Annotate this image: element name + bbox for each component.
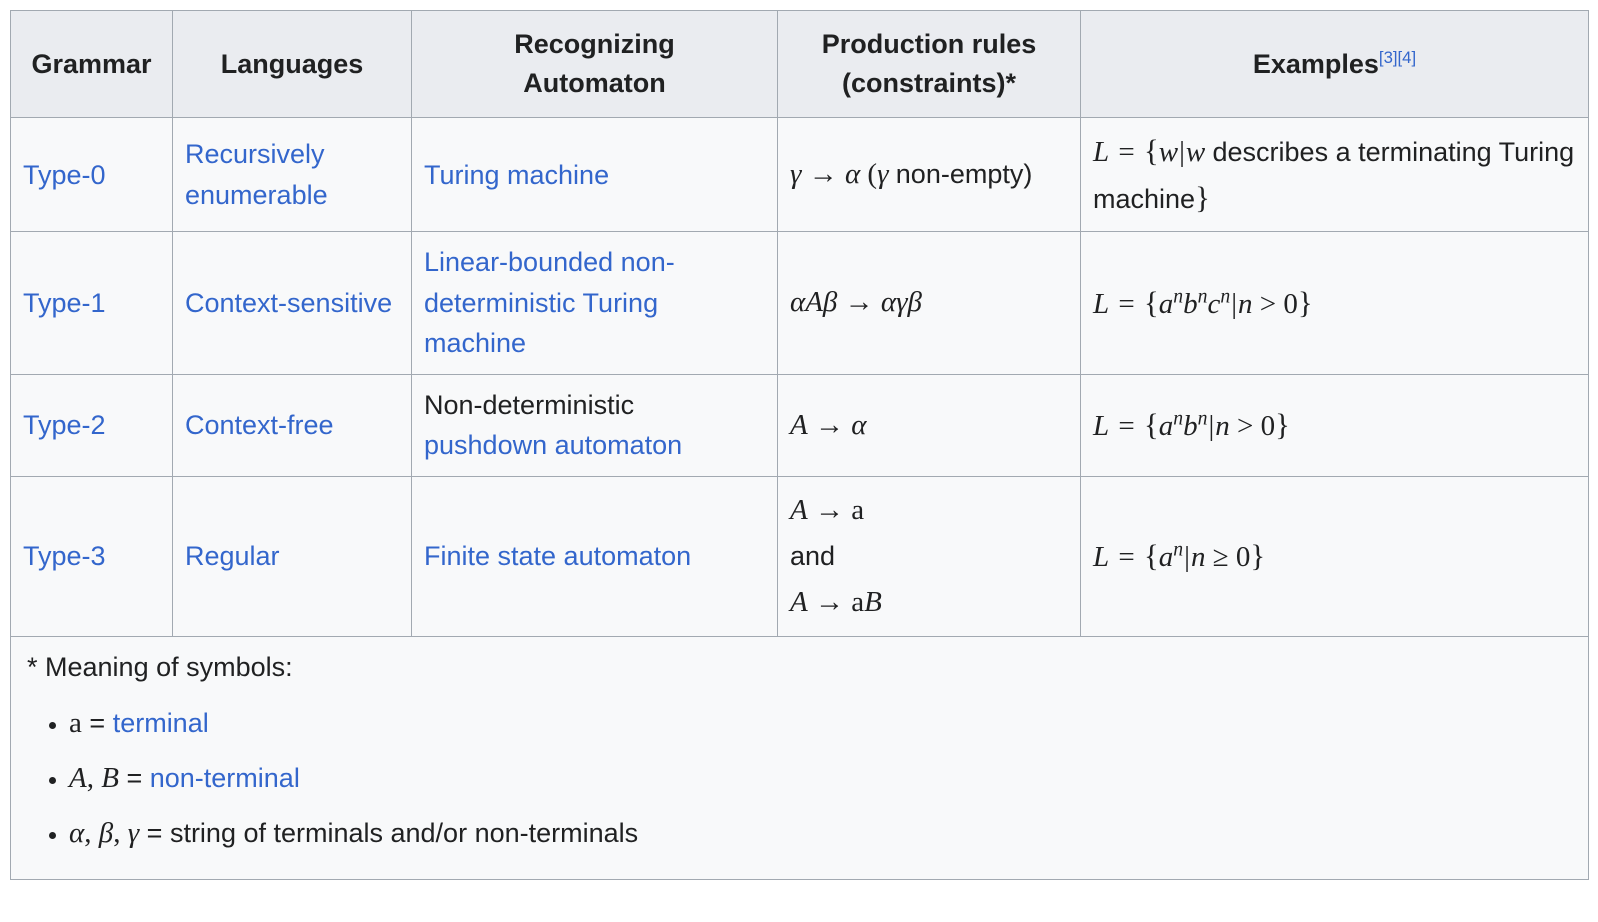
link-language-regular[interactable]: Regular bbox=[185, 541, 280, 572]
note-symbol-terminal: a bbox=[69, 706, 82, 739]
automaton-plain-prefix: Non-deterministic bbox=[424, 389, 635, 420]
link-language-context-sensitive[interactable]: Context-sensitive bbox=[185, 287, 393, 318]
link-automaton-linear-bounded-ndtm[interactable]: Linear-bounded non-deterministic Turing … bbox=[424, 247, 675, 359]
cell-production-rules: γ → α (γ non-empty) bbox=[777, 117, 1081, 233]
production-rule-line-1: A → a bbox=[790, 493, 865, 526]
table-notes-row: * Meaning of symbols: a = terminal A, B … bbox=[10, 636, 1589, 881]
link-grammar-type-0[interactable]: Type-0 bbox=[23, 159, 106, 190]
column-header-production-rules-label-line2: (constraints)* bbox=[841, 68, 1017, 99]
table-row: Type-1 Context-sensitive Linear-bounded … bbox=[10, 231, 1589, 375]
cell-examples: L = {an|n ≥ 0} bbox=[1080, 475, 1589, 638]
reference-link-3[interactable]: [3] bbox=[1378, 47, 1398, 67]
cell-grammar: Type-2 bbox=[10, 373, 173, 477]
column-header-automaton-label-line2: Automaton bbox=[523, 68, 666, 99]
example-formula: L = {w|w describes a terminating Turing … bbox=[1093, 134, 1575, 215]
example-formula: L = {anbncn|n > 0} bbox=[1093, 285, 1313, 320]
cell-grammar: Type-0 bbox=[10, 117, 173, 233]
header-row: Grammar Languages Recognizing Automaton … bbox=[10, 9, 1589, 119]
column-header-grammar-label: Grammar bbox=[31, 48, 152, 79]
cell-automaton: Non-deterministic pushdown automaton bbox=[411, 373, 778, 477]
chomsky-hierarchy-table: Grammar Languages Recognizing Automaton … bbox=[10, 9, 1589, 881]
list-item: A, B = non-terminal bbox=[69, 759, 1576, 798]
list-item: a = terminal bbox=[69, 704, 1576, 743]
note-symbol-non-terminal: A, B bbox=[69, 761, 119, 794]
notes-title: * Meaning of symbols: bbox=[27, 652, 293, 683]
link-grammar-type-1[interactable]: Type-1 bbox=[23, 287, 106, 318]
cell-examples: L = {w|w describes a terminating Turing … bbox=[1080, 117, 1589, 233]
note-symbol-strings: α, β, γ bbox=[69, 817, 140, 850]
column-header-production-rules-label-line1: Production rules bbox=[821, 29, 1037, 59]
link-non-terminal[interactable]: non-terminal bbox=[149, 762, 300, 793]
link-automaton-turing-machine[interactable]: Turing machine bbox=[424, 159, 610, 190]
link-automaton-pushdown-automaton[interactable]: pushdown automaton bbox=[424, 430, 683, 461]
table-row: Type-3 Regular Finite state automaton A … bbox=[10, 475, 1589, 638]
production-rule-formula: A → α bbox=[790, 408, 867, 441]
table-body: Type-0 Recursively enumerable Turing mac… bbox=[10, 117, 1589, 881]
list-item: α, β, γ = string of terminals and/or non… bbox=[69, 814, 1576, 853]
note-equals: = bbox=[126, 762, 143, 793]
cell-languages: Context-sensitive bbox=[172, 231, 412, 375]
example-formula: L = {anbn|n > 0} bbox=[1093, 407, 1290, 443]
cell-automaton: Linear-bounded non-deterministic Turing … bbox=[411, 231, 778, 375]
cell-grammar: Type-1 bbox=[10, 231, 173, 375]
production-rule-line-2: A → aB bbox=[790, 585, 882, 618]
column-header-production-rules: Production rules (constraints)* bbox=[777, 9, 1081, 119]
production-rule-formula: αAβ → αγβ bbox=[790, 286, 922, 319]
note-equals: = bbox=[146, 818, 163, 849]
cell-production-rules: A → α bbox=[777, 373, 1081, 477]
table-row: Type-0 Recursively enumerable Turing mac… bbox=[10, 117, 1589, 233]
cell-production-rules: A → a and A → aB bbox=[777, 475, 1081, 638]
cell-grammar: Type-3 bbox=[10, 475, 173, 638]
column-header-grammar: Grammar bbox=[10, 9, 173, 119]
link-grammar-type-3[interactable]: Type-3 bbox=[23, 541, 106, 572]
link-language-context-free[interactable]: Context-free bbox=[185, 410, 334, 441]
column-header-automaton-label-line1: Recognizing bbox=[514, 29, 675, 59]
link-language-recursively-enumerable[interactable]: Recursively enumerable bbox=[185, 139, 328, 210]
column-header-automaton: Recognizing Automaton bbox=[411, 9, 778, 119]
link-grammar-type-2[interactable]: Type-2 bbox=[23, 410, 106, 441]
cell-automaton: Finite state automaton bbox=[411, 475, 778, 638]
cell-examples: L = {anbn|n > 0} bbox=[1080, 373, 1589, 477]
cell-notes: * Meaning of symbols: a = terminal A, B … bbox=[10, 636, 1589, 881]
production-rule-connector: and bbox=[790, 541, 836, 572]
column-header-examples: Examples[3][4] bbox=[1080, 9, 1589, 119]
cell-automaton: Turing machine bbox=[411, 117, 778, 233]
cell-examples: L = {anbncn|n > 0} bbox=[1080, 231, 1589, 375]
production-rule-formula: γ → α (γ non-empty) bbox=[790, 158, 1033, 191]
table-header: Grammar Languages Recognizing Automaton … bbox=[10, 9, 1589, 119]
chomsky-hierarchy-table-container: Grammar Languages Recognizing Automaton … bbox=[0, 0, 1598, 892]
cell-languages: Regular bbox=[172, 475, 412, 638]
column-header-examples-label: Examples bbox=[1252, 48, 1379, 79]
note-equals: = bbox=[89, 707, 106, 738]
column-header-languages: Languages bbox=[172, 9, 412, 119]
reference-link-4[interactable]: [4] bbox=[1397, 47, 1417, 67]
cell-languages: Recursively enumerable bbox=[172, 117, 412, 233]
link-automaton-finite-state-automaton[interactable]: Finite state automaton bbox=[424, 541, 692, 572]
notes-list: a = terminal A, B = non-terminal α, β, γ… bbox=[23, 704, 1576, 853]
note-description: string of terminals and/or non-terminals bbox=[169, 818, 639, 849]
example-formula: L = {an|n ≥ 0} bbox=[1093, 538, 1266, 574]
cell-production-rules: αAβ → αγβ bbox=[777, 231, 1081, 375]
column-header-languages-label: Languages bbox=[220, 48, 364, 79]
cell-languages: Context-free bbox=[172, 373, 412, 477]
table-row: Type-2 Context-free Non-deterministic pu… bbox=[10, 373, 1589, 477]
link-terminal[interactable]: terminal bbox=[112, 707, 209, 738]
